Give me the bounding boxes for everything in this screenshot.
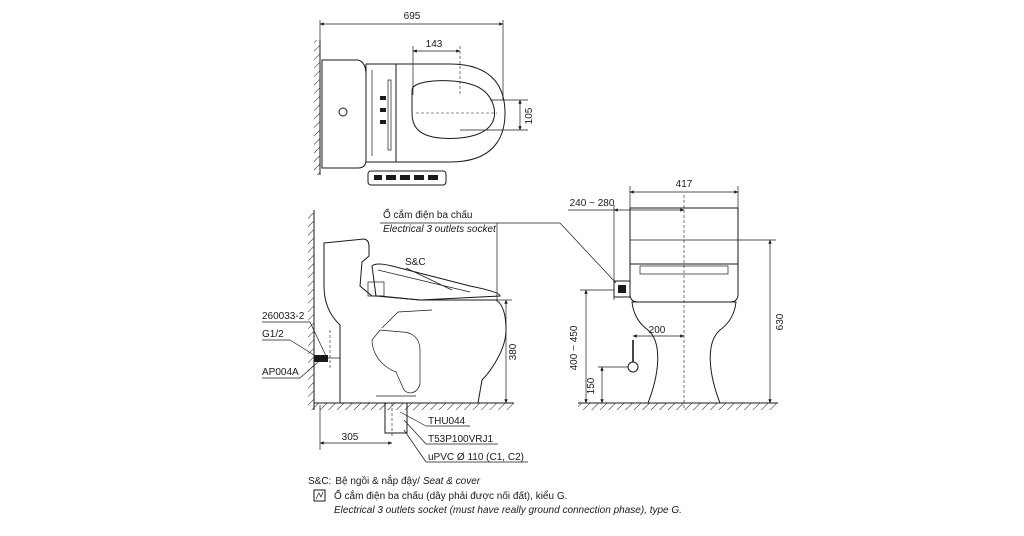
legend-sc-line: S&C: Bệ ngồi & nắp đậy/Seat & cover <box>308 474 481 487</box>
side-drain-pipe <box>384 402 408 434</box>
top-wall-hatch <box>314 40 320 175</box>
part-supply-label: AP004A <box>262 367 299 378</box>
front-socket-range-dim: 240 ~ 280 <box>570 198 615 209</box>
side-seat-hinge <box>367 281 385 297</box>
part-valve-label: 260033-2 <box>262 311 305 322</box>
side-supply-valve <box>314 355 328 362</box>
top-view: 695 143 105 <box>314 11 535 186</box>
front-view: 417 240 ~ 280 200 400 ~ 450 150 630 <box>497 179 786 410</box>
side-seat-cover-tag: S&C <box>405 257 426 268</box>
legend-socket-text-vi: Ổ cắm điện ba chấu (dây phải được nối đấ… <box>334 489 567 502</box>
part-pipe-label: uPVC Ø 110 (C1, C2) <box>428 452 524 463</box>
top-bowl-opening <box>411 80 495 139</box>
top-depth-dim: 105 <box>524 107 535 124</box>
top-bowl-offset-dim: 143 <box>426 39 443 50</box>
side-wall-hatch <box>308 210 314 410</box>
top-tank <box>321 59 367 169</box>
side-floor-hatch <box>314 403 514 410</box>
side-seat-cover <box>371 263 501 301</box>
front-width-dim: 417 <box>676 179 693 190</box>
front-bowl-pedestal <box>631 301 737 404</box>
front-supply-offset-dim: 200 <box>649 325 666 336</box>
top-seat-outline <box>395 63 506 163</box>
top-seat-unit <box>365 63 397 163</box>
top-remote-control <box>367 170 447 186</box>
socket-symbol-icon <box>313 489 326 502</box>
front-total-height-dim: 630 <box>775 313 786 330</box>
part-thread-label: G1/2 <box>262 329 284 340</box>
legend-socket-text-en: Electrical 3 outlets socket (must have r… <box>334 505 682 516</box>
side-seat-height-dim: 380 <box>508 343 519 360</box>
front-socket-height-dim: 400 ~ 450 <box>569 325 580 370</box>
legend-sc-key: S&C: <box>308 476 331 487</box>
top-flush-button <box>338 107 348 117</box>
side-socket-label-en: Electrical 3 outlets socket <box>383 224 497 235</box>
part-flange-label: THU044 <box>428 416 466 427</box>
front-supply-height-dim: 150 <box>586 377 597 394</box>
top-width-dim: 695 <box>404 11 421 22</box>
legend: S&C: Bệ ngồi & nắp đậy/Seat & cover Ổ cắm… <box>308 474 682 516</box>
side-view: Ổ cắm điện ba chấu Electrical 3 outlets … <box>262 208 528 463</box>
front-supply-valve <box>627 361 639 373</box>
part-drain-label: T53P100VRJ1 <box>428 434 493 445</box>
side-rough-in-dim: 305 <box>342 432 359 443</box>
front-floor-hatch <box>578 403 778 410</box>
side-trapway <box>371 329 421 394</box>
side-socket-label-vi: Ổ cắm điện ba chấu <box>383 208 473 221</box>
legend-sc-text-vi: Bệ ngồi & nắp đậy/ <box>335 474 420 487</box>
legend-sc-text-en: Seat & cover <box>423 476 481 487</box>
